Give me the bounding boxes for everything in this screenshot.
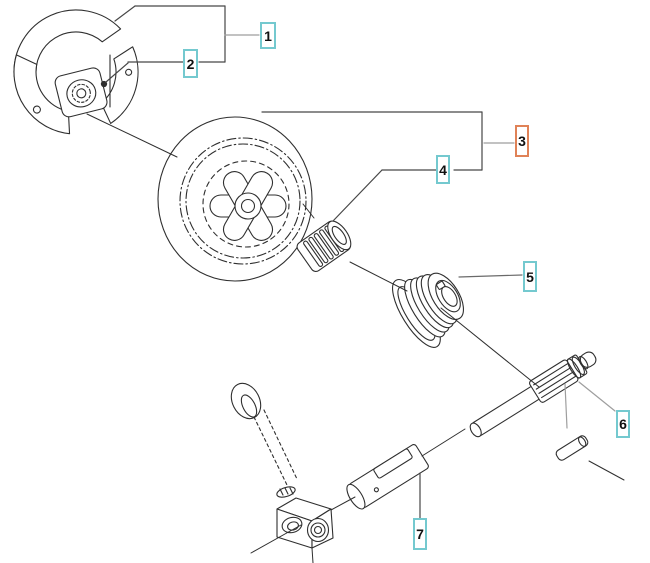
callout-6-number: 6 <box>619 416 627 432</box>
callout-3[interactable]: 3 <box>515 125 529 157</box>
callout-4[interactable]: 4 <box>436 155 450 184</box>
spur-sprocket-star <box>209 171 287 241</box>
callout-2-number: 2 <box>186 55 195 72</box>
pump-lever-drawing <box>230 382 298 498</box>
pump-body-drawing <box>276 497 334 549</box>
axis-leader-lines <box>86 113 625 563</box>
callout-4-number: 4 <box>439 161 447 178</box>
callout-1[interactable]: 1 <box>260 22 276 49</box>
callout-1-number: 1 <box>264 27 272 44</box>
callout-5[interactable]: 5 <box>523 261 537 292</box>
plunger-cylinder-drawing <box>346 444 429 510</box>
callout-7-number: 7 <box>416 526 424 542</box>
callout-3-number: 3 <box>518 133 526 149</box>
worm-gear-drawing <box>392 272 464 348</box>
callout-6-leader <box>578 381 616 412</box>
callout-bracket-3 <box>261 111 483 222</box>
callout-5-number: 5 <box>526 268 534 285</box>
clutch-assembly-drawing <box>13 9 139 135</box>
clutch-hub-point <box>100 80 108 88</box>
splined-shaft-drawing <box>469 351 597 438</box>
clutch-drum-sprocket-drawing <box>157 116 313 282</box>
callout-5-leader <box>458 274 523 278</box>
callout-2[interactable]: 2 <box>183 49 198 78</box>
needle-bearing-drawing <box>296 220 352 272</box>
pin-drawing <box>555 435 589 461</box>
callout-6[interactable]: 6 <box>616 410 630 438</box>
callout-7[interactable]: 7 <box>413 518 427 550</box>
shaft-to-pin-line <box>564 383 568 429</box>
callout-bracket-1 <box>105 5 226 83</box>
